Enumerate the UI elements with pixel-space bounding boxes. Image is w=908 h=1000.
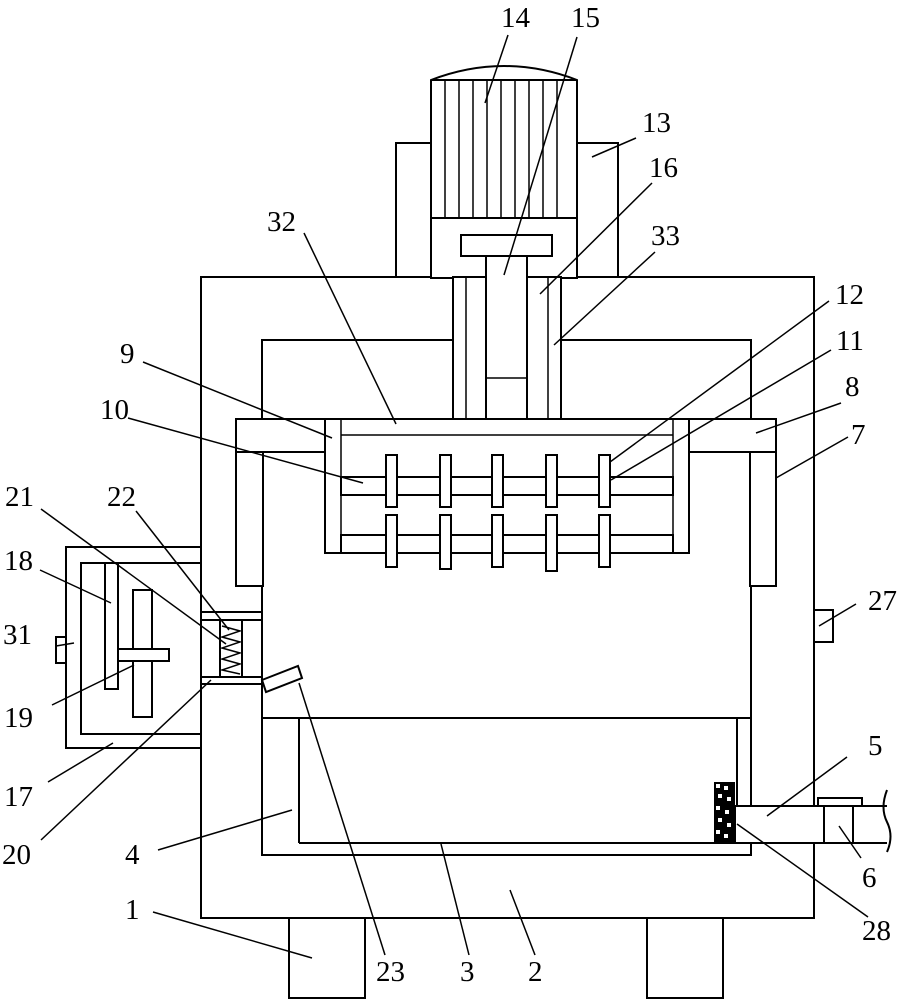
label-9: 9 [120, 338, 135, 370]
label-27: 27 [868, 585, 897, 617]
nozzle [260, 664, 304, 694]
duct-filter [219, 619, 243, 678]
label-23: 23 [376, 956, 405, 988]
coupling [460, 234, 553, 257]
label-15: 15 [571, 2, 600, 34]
label-20: 20 [2, 839, 31, 871]
label-2: 2 [528, 956, 543, 988]
label-3: 3 [460, 956, 475, 988]
side-port-left [55, 636, 67, 664]
pipe-break [853, 789, 892, 853]
side-port-right [813, 609, 834, 643]
label-6: 6 [862, 862, 877, 894]
stir-blades [385, 454, 611, 572]
label-14: 14 [501, 2, 531, 34]
label-18: 18 [4, 545, 33, 577]
filter-screen [714, 782, 735, 842]
label-13: 13 [642, 107, 671, 139]
drive-shaft [485, 255, 528, 420]
discharge-pipe [734, 805, 825, 844]
stir-rod-lower [340, 534, 674, 554]
valve [823, 805, 854, 844]
label-8: 8 [845, 371, 860, 403]
label-32: 32 [267, 206, 296, 238]
stir-rod-upper [340, 476, 674, 496]
label-11: 11 [836, 325, 864, 357]
collection-box [261, 717, 752, 856]
right-leg [646, 917, 724, 999]
label-28: 28 [862, 915, 891, 947]
label-7: 7 [851, 419, 866, 451]
label-21: 21 [5, 481, 34, 513]
label-12: 12 [835, 279, 864, 311]
label-10: 10 [100, 394, 129, 426]
label-31: 31 [3, 619, 32, 651]
label-4: 4 [125, 839, 140, 871]
label-17: 17 [4, 781, 33, 813]
label-1: 1 [125, 894, 140, 926]
leader-lines [39, 34, 869, 959]
guide-right [749, 451, 777, 587]
guide-left [235, 451, 264, 587]
label-22: 22 [107, 481, 136, 513]
fan-blade-left [104, 562, 119, 690]
label-5: 5 [868, 730, 883, 762]
left-leg [288, 917, 366, 999]
fan-hub [117, 648, 170, 662]
label-16: 16 [649, 152, 678, 184]
label-19: 19 [4, 702, 33, 734]
label-33: 33 [651, 220, 680, 252]
